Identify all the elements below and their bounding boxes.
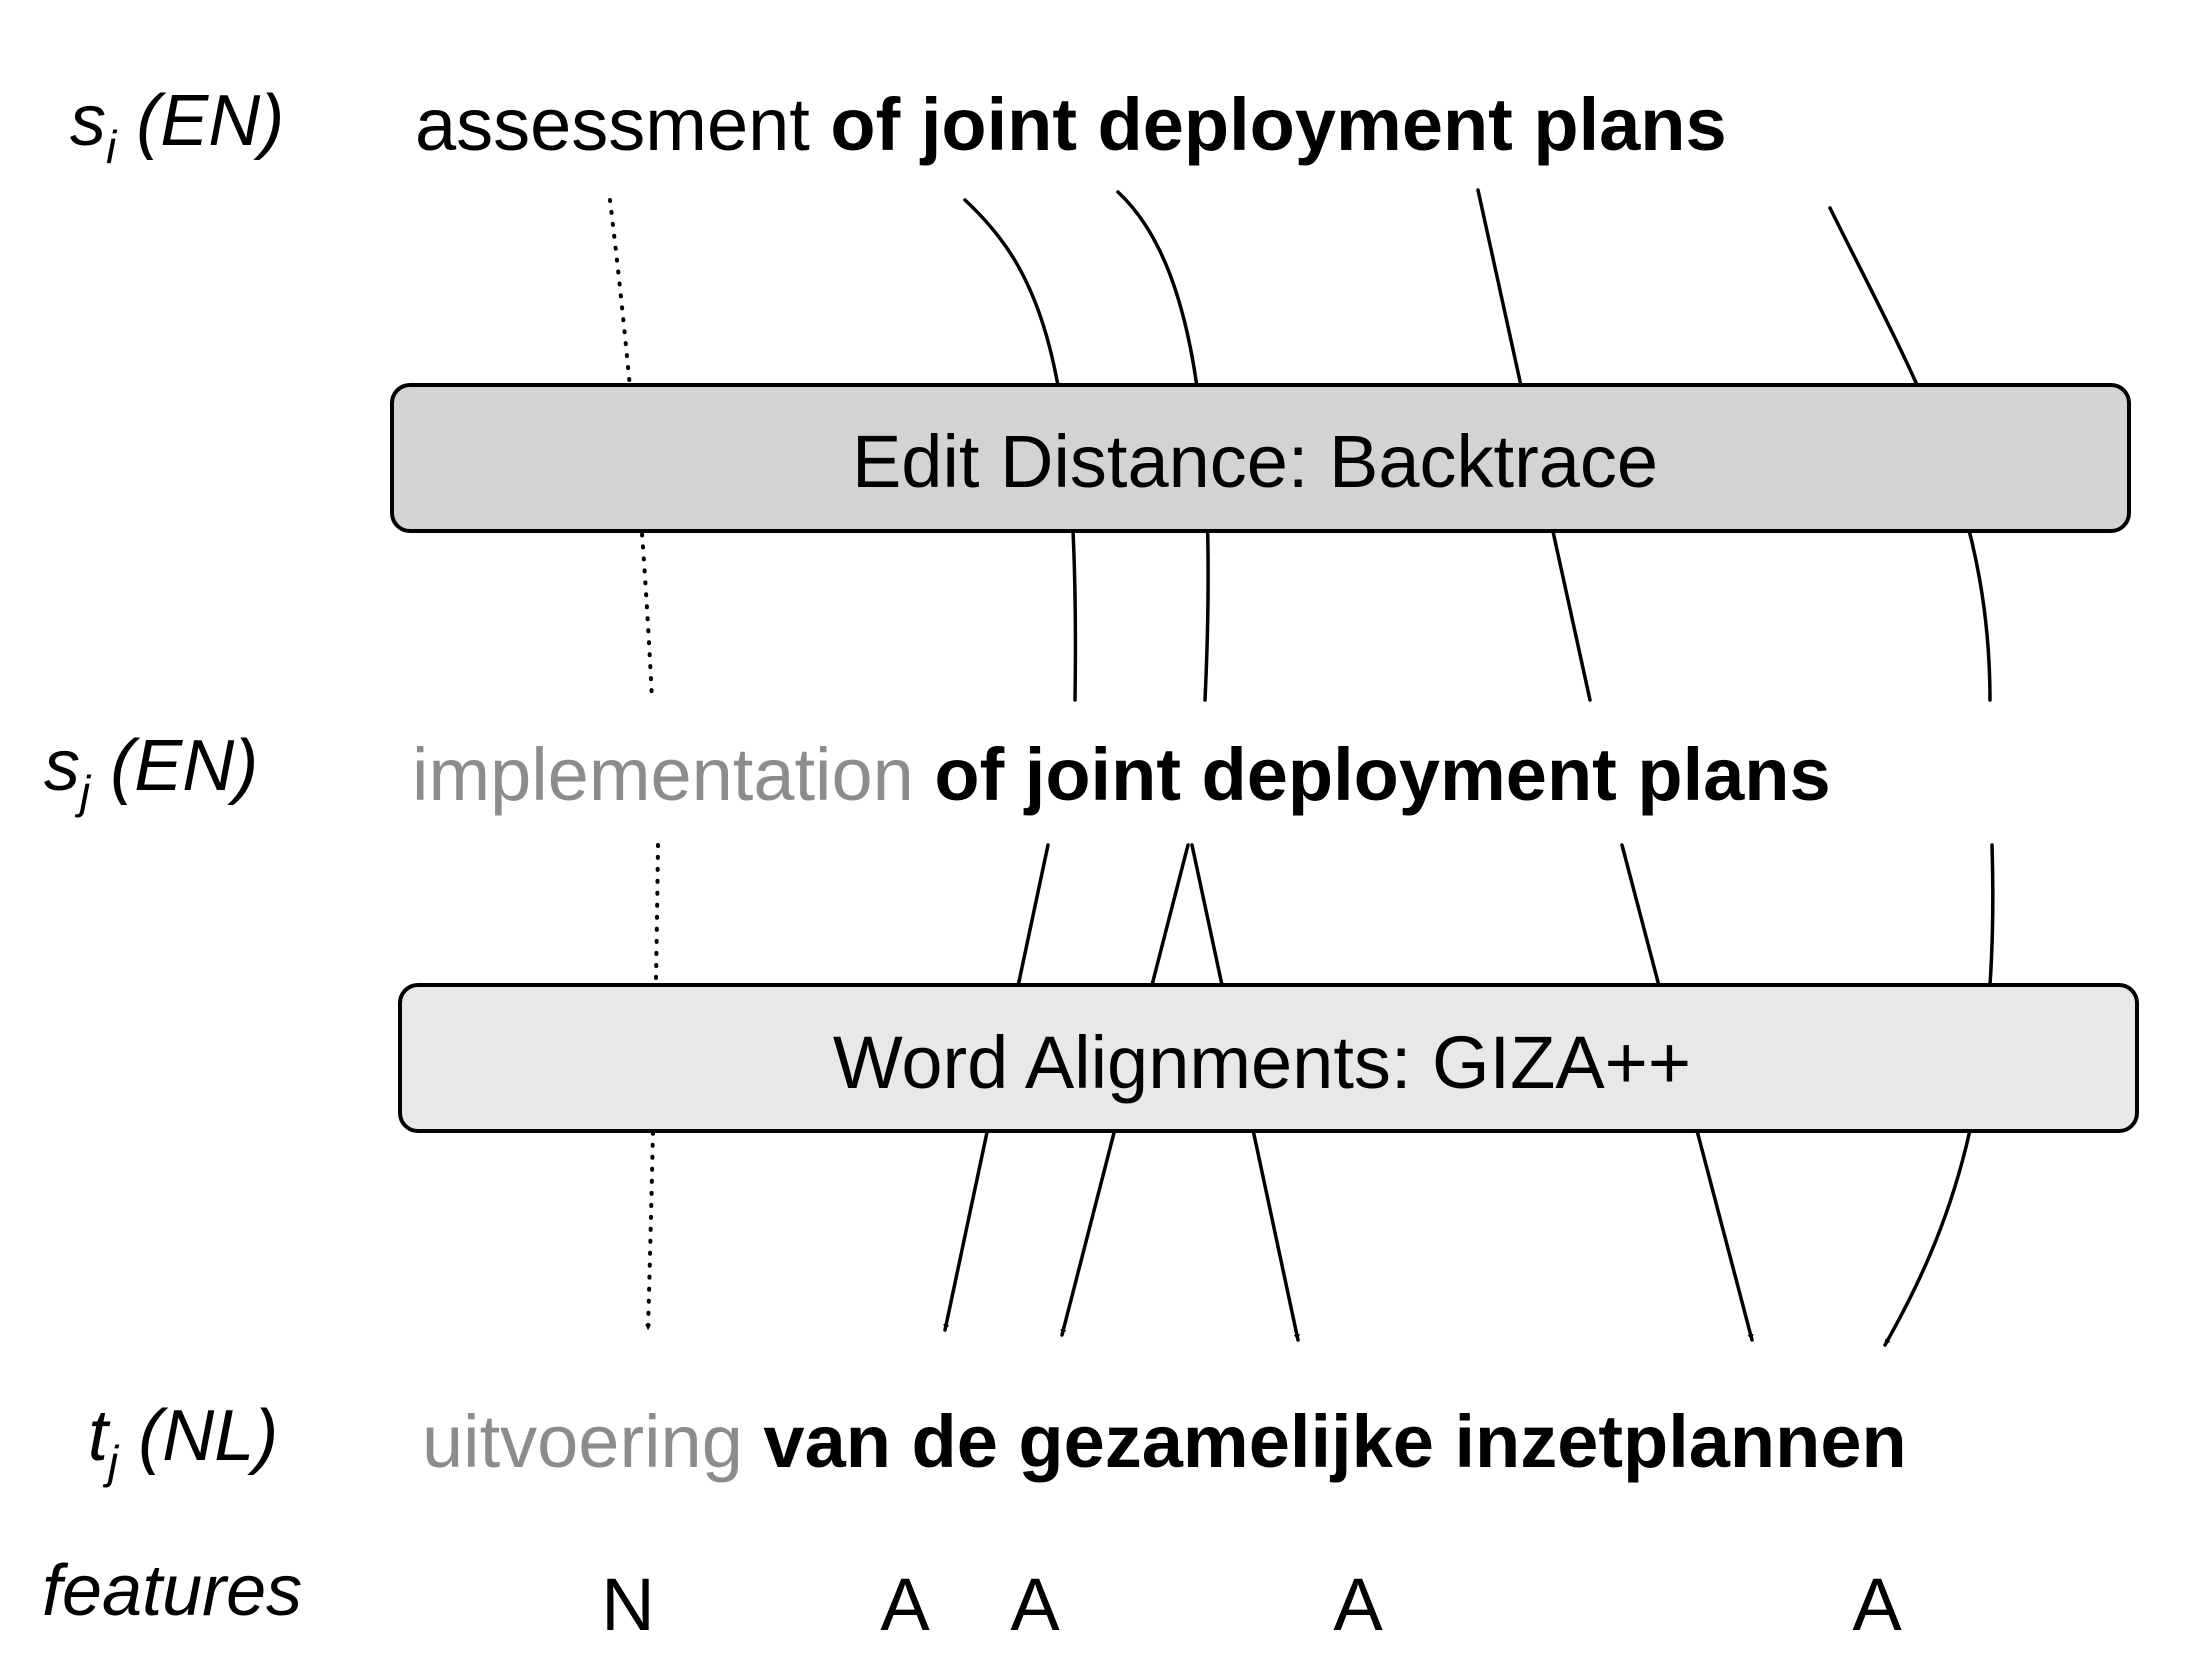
label-s-j: sj (EN) [44, 726, 258, 818]
label-s-i: si (EN) [70, 81, 284, 173]
label-t-j: tj (NL) [88, 1396, 278, 1488]
features-row: N A A A A [601, 1563, 1902, 1646]
feature-inzetplannen: A [1852, 1563, 1902, 1646]
match-word-of: of [934, 733, 1004, 816]
target-sentence: uitvoering van de gezamelijke inzetplann… [422, 1400, 1907, 1483]
match-word-plans: plans [1637, 733, 1830, 816]
target-word-van: van [763, 1400, 891, 1483]
link-of-of [963, 198, 1078, 702]
feature-de: A [1010, 1563, 1060, 1646]
svg-text:uitvoering van de: uitvoering van de gezamelijke inzetplann… [422, 1400, 1907, 1483]
source-word-deployment: deployment [1098, 83, 1513, 166]
svg-text:assessment of join: assessment of joint deployment plans [415, 83, 1727, 166]
source-word-joint: joint [919, 83, 1077, 166]
feature-van: A [880, 1563, 930, 1646]
match-word-joint: joint [1023, 733, 1181, 816]
label-features: features [42, 1551, 302, 1631]
target-word-de: de [912, 1400, 998, 1483]
source-word-plans: plans [1533, 83, 1726, 166]
edit-distance-box: Edit Distance: Backtrace [390, 383, 2131, 533]
feature-gezamelijke: A [1333, 1563, 1383, 1646]
source-sentence: assessment of joint deployment plans [415, 83, 1727, 166]
word-alignments-box-label: Word Alignments: GIZA++ [833, 1021, 1691, 1104]
target-word-gezamelijke: gezamelijke [1018, 1400, 1433, 1483]
match-word-implementation: implementation [412, 733, 914, 816]
feature-uitvoering: N [601, 1563, 654, 1646]
word-alignments-box: Word Alignments: GIZA++ [398, 983, 2139, 1133]
match-sentence: implementation of joint deployment plans [412, 733, 1831, 816]
align-plans-inzetplannen [1883, 843, 1995, 1347]
source-word-of: of [830, 83, 900, 166]
link-joint-joint [1116, 190, 1210, 702]
source-word-assessment: assessment [415, 83, 810, 166]
svg-text:implementation of: implementation of joint deployment plans [412, 733, 1831, 816]
target-word-inzetplannen: inzetplannen [1454, 1400, 1906, 1483]
match-word-deployment: deployment [1202, 733, 1617, 816]
target-word-uitvoering: uitvoering [422, 1400, 743, 1483]
edit-distance-box-label: Edit Distance: Backtrace [852, 420, 1658, 503]
